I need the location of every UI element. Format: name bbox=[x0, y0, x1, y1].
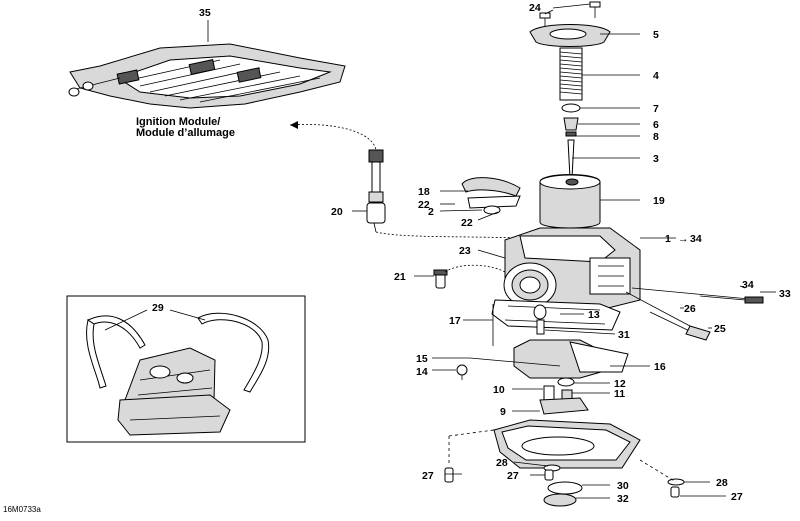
float-chamber-assembly bbox=[444, 299, 685, 507]
callout-3: 3 bbox=[653, 153, 659, 165]
callout-20: 20 bbox=[331, 206, 343, 218]
callout-25: 25 bbox=[714, 323, 726, 335]
callout-28-right: 28 bbox=[716, 477, 728, 489]
callout-8: 8 bbox=[653, 131, 659, 143]
callout-14: 14 bbox=[416, 366, 428, 378]
callout-numbers: 35 24 5 4 7 6 8 3 19 18 22 2 22 20 1 → 3… bbox=[152, 2, 791, 505]
callout-9: 9 bbox=[500, 406, 506, 418]
callout-5: 5 bbox=[653, 29, 659, 41]
callout-27-right: 27 bbox=[731, 491, 743, 503]
callout-1-ref: 34 bbox=[690, 233, 702, 245]
callout-22-upper: 22 bbox=[418, 199, 430, 211]
ignition-module-label: Ignition Module/ Module d’allumage bbox=[136, 116, 235, 139]
ignition-label-line1: Ignition Module/ bbox=[136, 116, 220, 128]
callout-10: 10 bbox=[493, 384, 505, 396]
callout-17: 17 bbox=[449, 315, 461, 327]
callout-24: 24 bbox=[529, 2, 541, 14]
callout-32: 32 bbox=[617, 493, 629, 505]
callout-22-lower: 22 bbox=[461, 217, 473, 229]
ignition-label-line2: Module d’allumage bbox=[136, 127, 235, 139]
wiring-harness-illustration bbox=[68, 43, 346, 109]
ignition-module-lead bbox=[289, 121, 521, 239]
callout-29: 29 bbox=[152, 302, 164, 314]
callout-30: 30 bbox=[617, 480, 629, 492]
callout-12: 12 bbox=[614, 378, 626, 390]
callout-11: 11 bbox=[614, 388, 625, 400]
spring bbox=[559, 47, 583, 101]
callout-23: 23 bbox=[459, 245, 471, 257]
callout-28-left: 28 bbox=[496, 457, 508, 469]
callout-7: 7 bbox=[653, 103, 659, 115]
callout-26: 26 bbox=[684, 303, 696, 315]
callout-6: 6 bbox=[653, 119, 659, 131]
callout-leader-lines bbox=[104, 3, 776, 499]
drawing-code: 16M0733a bbox=[3, 505, 41, 514]
callout-2: 2 bbox=[428, 206, 434, 218]
callout-1: 1 bbox=[665, 233, 671, 245]
callout-35: 35 bbox=[199, 7, 211, 19]
callout-33: 33 bbox=[779, 288, 791, 300]
callout-4: 4 bbox=[653, 70, 659, 82]
callout-1-arrow: → bbox=[678, 233, 689, 245]
callout-16: 16 bbox=[654, 361, 666, 373]
carburetor-top-assembly bbox=[529, 1, 611, 229]
callout-34: 34 bbox=[742, 279, 754, 291]
callout-18: 18 bbox=[418, 186, 430, 198]
callout-21: 21 bbox=[394, 271, 406, 283]
callout-15: 15 bbox=[416, 353, 428, 365]
callout-31: 31 bbox=[618, 329, 630, 341]
callout-27-left: 27 bbox=[422, 470, 434, 482]
inset-view-box bbox=[66, 295, 306, 443]
callout-13: 13 bbox=[588, 309, 600, 321]
callout-19: 19 bbox=[653, 195, 665, 207]
carburetor-body bbox=[433, 177, 764, 341]
callout-27-middle: 27 bbox=[507, 470, 519, 482]
